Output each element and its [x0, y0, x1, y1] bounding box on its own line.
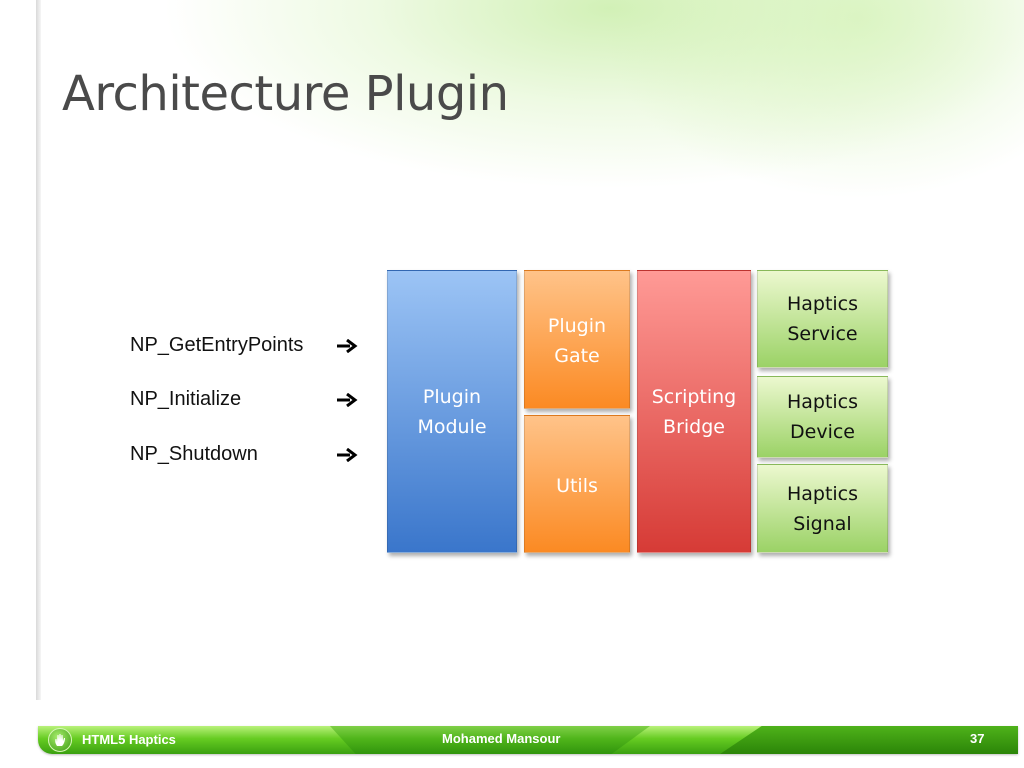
- api-call-initialize: NP_Initialize: [130, 388, 242, 410]
- plugin-module-box: Plugin Module: [387, 270, 517, 553]
- haptics-signal-box: Haptics Signal: [757, 464, 888, 553]
- haptics-device-label: Haptics Device: [786, 391, 859, 443]
- right-arrow-icon: [337, 393, 358, 407]
- background-glow-secondary: [600, 0, 1024, 200]
- scripting-bridge-box: Scripting Bridge: [637, 270, 751, 553]
- right-arrow-icon: [337, 448, 358, 462]
- right-arrow-icon: [337, 339, 358, 353]
- haptics-signal-label: Haptics Signal: [786, 482, 859, 535]
- utils-box: Utils: [524, 415, 630, 553]
- slide-left-edge: [36, 0, 41, 700]
- plugin-module-label: Plugin Module: [417, 385, 487, 438]
- footer-author: Mohamed Mansour: [442, 731, 561, 746]
- api-call-shutdown: NP_Shutdown: [130, 443, 258, 465]
- haptics-device-box: Haptics Device: [757, 376, 888, 458]
- plugin-gate-label: Plugin Gate: [547, 315, 607, 367]
- haptics-service-box: Haptics Service: [757, 270, 888, 368]
- scripting-bridge-label: Scripting Bridge: [651, 385, 737, 438]
- api-call-get-entry-points: NP_GetEntryPoints: [130, 334, 304, 356]
- footer-page-number: 37: [970, 731, 985, 746]
- slide-title: Architecture Plugin: [62, 66, 509, 122]
- footer-presentation-title: HTML5 Haptics: [82, 732, 176, 747]
- footer-center-band: [330, 726, 650, 754]
- footer-right-band: [720, 726, 1018, 754]
- hand-icon: [48, 728, 72, 752]
- utils-label: Utils: [556, 475, 598, 497]
- plugin-gate-box: Plugin Gate: [524, 270, 630, 409]
- haptics-service-label: Haptics Service: [786, 293, 859, 345]
